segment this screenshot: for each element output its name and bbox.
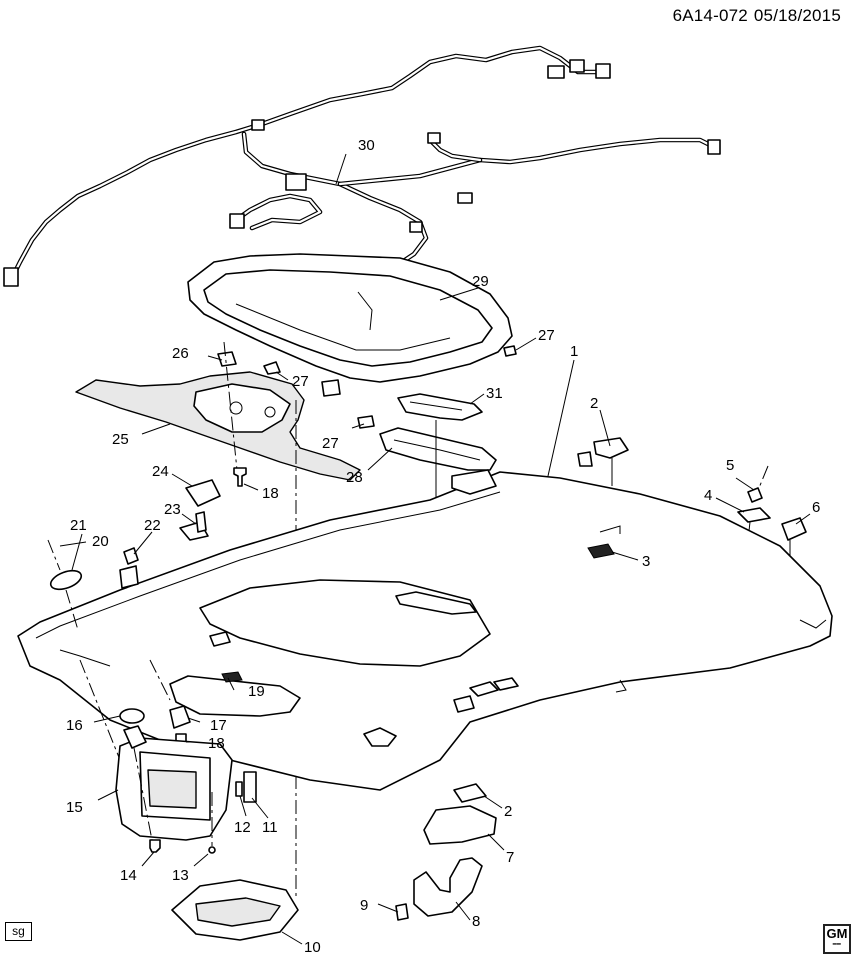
harness-connector xyxy=(3,267,19,287)
retainer-clip xyxy=(357,415,375,429)
callout-16: 16 xyxy=(66,717,83,734)
callout-5: 5 xyxy=(726,457,734,474)
harness-connector xyxy=(457,192,473,204)
bracket xyxy=(185,479,221,507)
callout-26: 26 xyxy=(172,345,189,362)
harness-connector xyxy=(409,221,423,233)
screw xyxy=(395,903,409,921)
clip xyxy=(453,783,487,803)
front-header-reinforcement xyxy=(75,371,361,481)
clip xyxy=(781,517,807,541)
bracket xyxy=(169,705,191,729)
harness-connector xyxy=(229,213,245,229)
callout-20: 20 xyxy=(92,533,109,550)
harness-connector xyxy=(251,119,265,131)
callout-3: 3 xyxy=(642,553,650,570)
sunroof-lamp xyxy=(397,393,483,421)
bezel xyxy=(423,805,497,845)
callout-1: 1 xyxy=(570,343,578,360)
callout-31: 31 xyxy=(486,385,503,402)
callout-21: 21 xyxy=(70,517,87,534)
diagram-header: 6A14-072 05/18/2015 xyxy=(667,6,841,26)
callout-15: 15 xyxy=(66,799,83,816)
callout-17: 17 xyxy=(210,717,227,734)
screw xyxy=(149,839,161,853)
callout-23: 23 xyxy=(164,501,181,518)
lamp-frame xyxy=(379,427,497,471)
harness-connector xyxy=(285,173,307,191)
harness-connector xyxy=(707,139,721,155)
callout-6: 6 xyxy=(812,499,820,516)
retainer-clip xyxy=(263,361,281,375)
pad xyxy=(587,543,615,559)
callout-leaders xyxy=(59,153,811,945)
callout-19: 19 xyxy=(248,683,265,700)
harness-connector xyxy=(427,132,441,144)
label xyxy=(243,771,257,803)
clip xyxy=(208,846,216,854)
clip xyxy=(123,547,139,565)
callout-24: 24 xyxy=(152,463,169,480)
callout-27-frame: 27 xyxy=(538,327,555,344)
callout-18-lower: 18 xyxy=(208,735,225,752)
callout-14: 14 xyxy=(120,867,137,884)
callout-9: 9 xyxy=(360,897,368,914)
callout-30: 30 xyxy=(358,137,375,154)
clip xyxy=(235,781,243,797)
sunroof-frame xyxy=(187,253,513,383)
retainer-clip xyxy=(217,351,237,367)
callout-10: 10 xyxy=(304,939,321,956)
assist-handle xyxy=(413,857,483,917)
clip xyxy=(747,487,763,503)
headliner-panel xyxy=(17,469,833,791)
callout-7: 7 xyxy=(506,849,514,866)
callout-18-upper: 18 xyxy=(262,485,279,502)
harness-connector xyxy=(569,59,585,73)
diagram-date: 05/18/2015 xyxy=(753,6,841,25)
harness-connector xyxy=(547,65,565,79)
diagram-number: 6A14-072 xyxy=(672,6,748,25)
wiring-harness xyxy=(3,45,721,287)
callout-labels: 1 2 2 3 4 5 6 7 8 9 10 11 12 13 14 15 16… xyxy=(66,137,820,956)
gm-logo: GM━━ xyxy=(823,924,851,954)
callout-28: 28 xyxy=(346,469,363,486)
harness-connector xyxy=(595,63,611,79)
dome-lamp xyxy=(171,879,299,941)
cap xyxy=(119,708,145,724)
corner-mark: sg xyxy=(5,922,32,941)
coat-hook xyxy=(593,437,629,459)
callout-27-lamp: 27 xyxy=(322,435,339,452)
callout-27-mid: 27 xyxy=(292,373,309,390)
callout-2-clip: 2 xyxy=(504,803,512,820)
screw xyxy=(195,511,207,533)
connector xyxy=(321,379,341,397)
sun-visor xyxy=(115,725,233,841)
screw xyxy=(233,467,247,487)
trim-cap xyxy=(49,569,83,591)
callout-25: 25 xyxy=(112,431,129,448)
callout-13: 13 xyxy=(172,867,189,884)
bracket xyxy=(737,507,771,523)
retainer-clip xyxy=(503,345,517,357)
callout-8: 8 xyxy=(472,913,480,930)
callout-4: 4 xyxy=(704,487,712,504)
callout-12: 12 xyxy=(234,819,251,836)
callout-11: 11 xyxy=(262,819,278,836)
callout-22: 22 xyxy=(144,517,161,534)
connector xyxy=(577,451,593,467)
callout-29: 29 xyxy=(472,273,489,290)
callout-2-coat-hook: 2 xyxy=(590,395,598,412)
